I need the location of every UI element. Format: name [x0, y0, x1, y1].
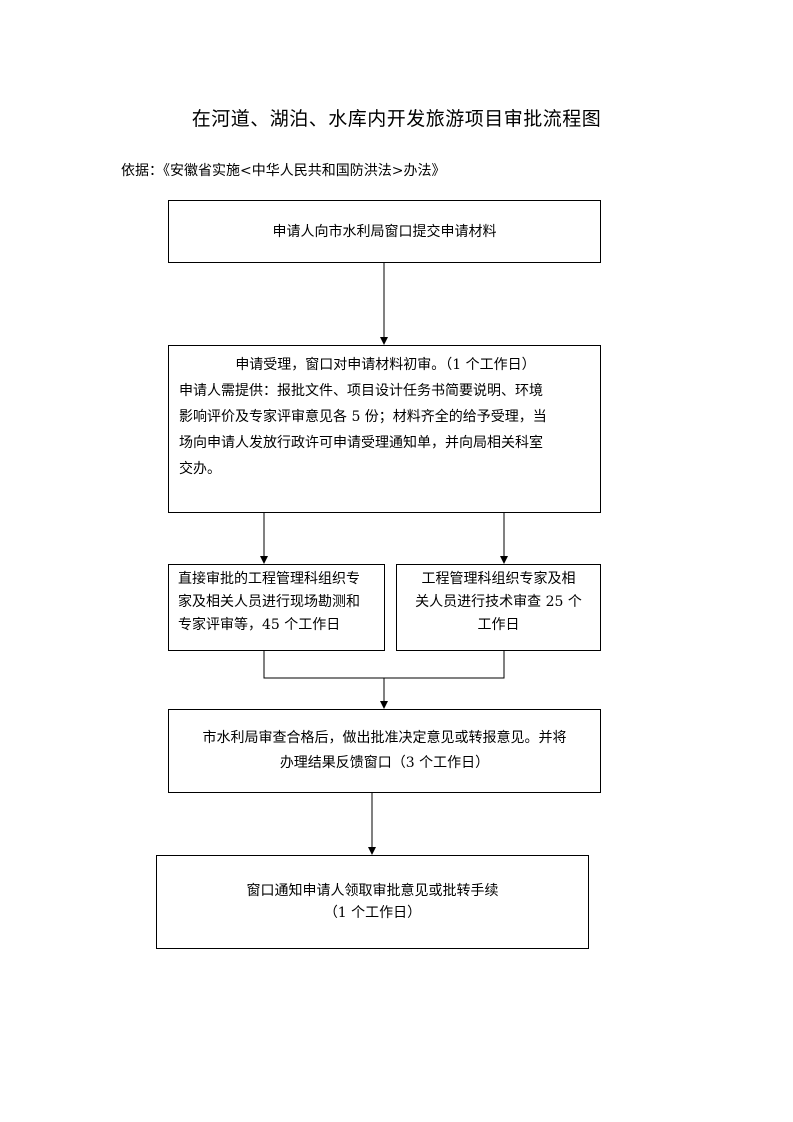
step-accept-line: 交办。 — [179, 461, 221, 477]
merge-line — [263, 651, 505, 679]
step-onsite-line: 家及相关人员进行现场勘测和 — [178, 594, 360, 610]
step-decision-box: 市水利局审查合格后，做出批准决定意见或转报意见。并将 办理结果反馈窗口（3 个工… — [168, 709, 601, 793]
step-tech-line: 关人员进行技术审查 25 个 — [415, 594, 582, 610]
page-title: 在河道、湖泊、水库内开发旅游项目审批流程图 — [191, 108, 602, 130]
step-accept-box: 申请受理，窗口对申请材料初审。（1 个工作日） 申请人需提供：报批文件、项目设计… — [168, 345, 601, 513]
step-tech-line: 工程管理科组织专家及相 — [421, 571, 576, 587]
step-decision-line: 办理结果反馈窗口（3 个工作日） — [279, 755, 490, 771]
step-decision-line: 市水利局审查合格后，做出批准决定意见或转报意见。并将 — [202, 730, 567, 746]
step-notify-line: （1 个工作日） — [323, 905, 422, 921]
step-notify-box: 窗口通知申请人领取审批意见或批转手续 （1 个工作日） — [156, 855, 589, 949]
step-submit-text: 申请人向市水利局窗口提交申请材料 — [272, 223, 497, 240]
step-submit-box: 申请人向市水利局窗口提交申请材料 — [168, 200, 601, 263]
step-tech-line: 工作日 — [477, 617, 520, 633]
step-accept-line: 申请人需提供：报批文件、项目设计任务书简要说明、环境 — [179, 383, 543, 399]
step-accept-line: 影响评价及专家评审意见各 5 份；材料齐全的给予受理，当 — [179, 409, 547, 425]
step-onsite-line: 专家评审等，45 个工作日 — [178, 617, 341, 633]
step-onsite-line: 直接审批的工程管理科组织专 — [178, 571, 360, 587]
step-accept-line: 场向申请人发放行政许可申请受理通知单，并向局相关科室 — [179, 435, 543, 451]
step-notify-line: 窗口通知申请人领取审批意见或批转手续 — [246, 883, 499, 899]
step-onsite-review-box: 直接审批的工程管理科组织专 家及相关人员进行现场勘测和 专家评审等，45 个工作… — [168, 564, 385, 651]
step-accept-line: 申请受理，窗口对申请材料初审。（1 个工作日） — [235, 357, 536, 373]
legal-basis: 依据：《安徽省实施<中华人民共和国防洪法>办法》 — [121, 163, 446, 179]
step-tech-review-box: 工程管理科组织专家及相 关人员进行技术审查 25 个 工作日 — [396, 564, 601, 651]
